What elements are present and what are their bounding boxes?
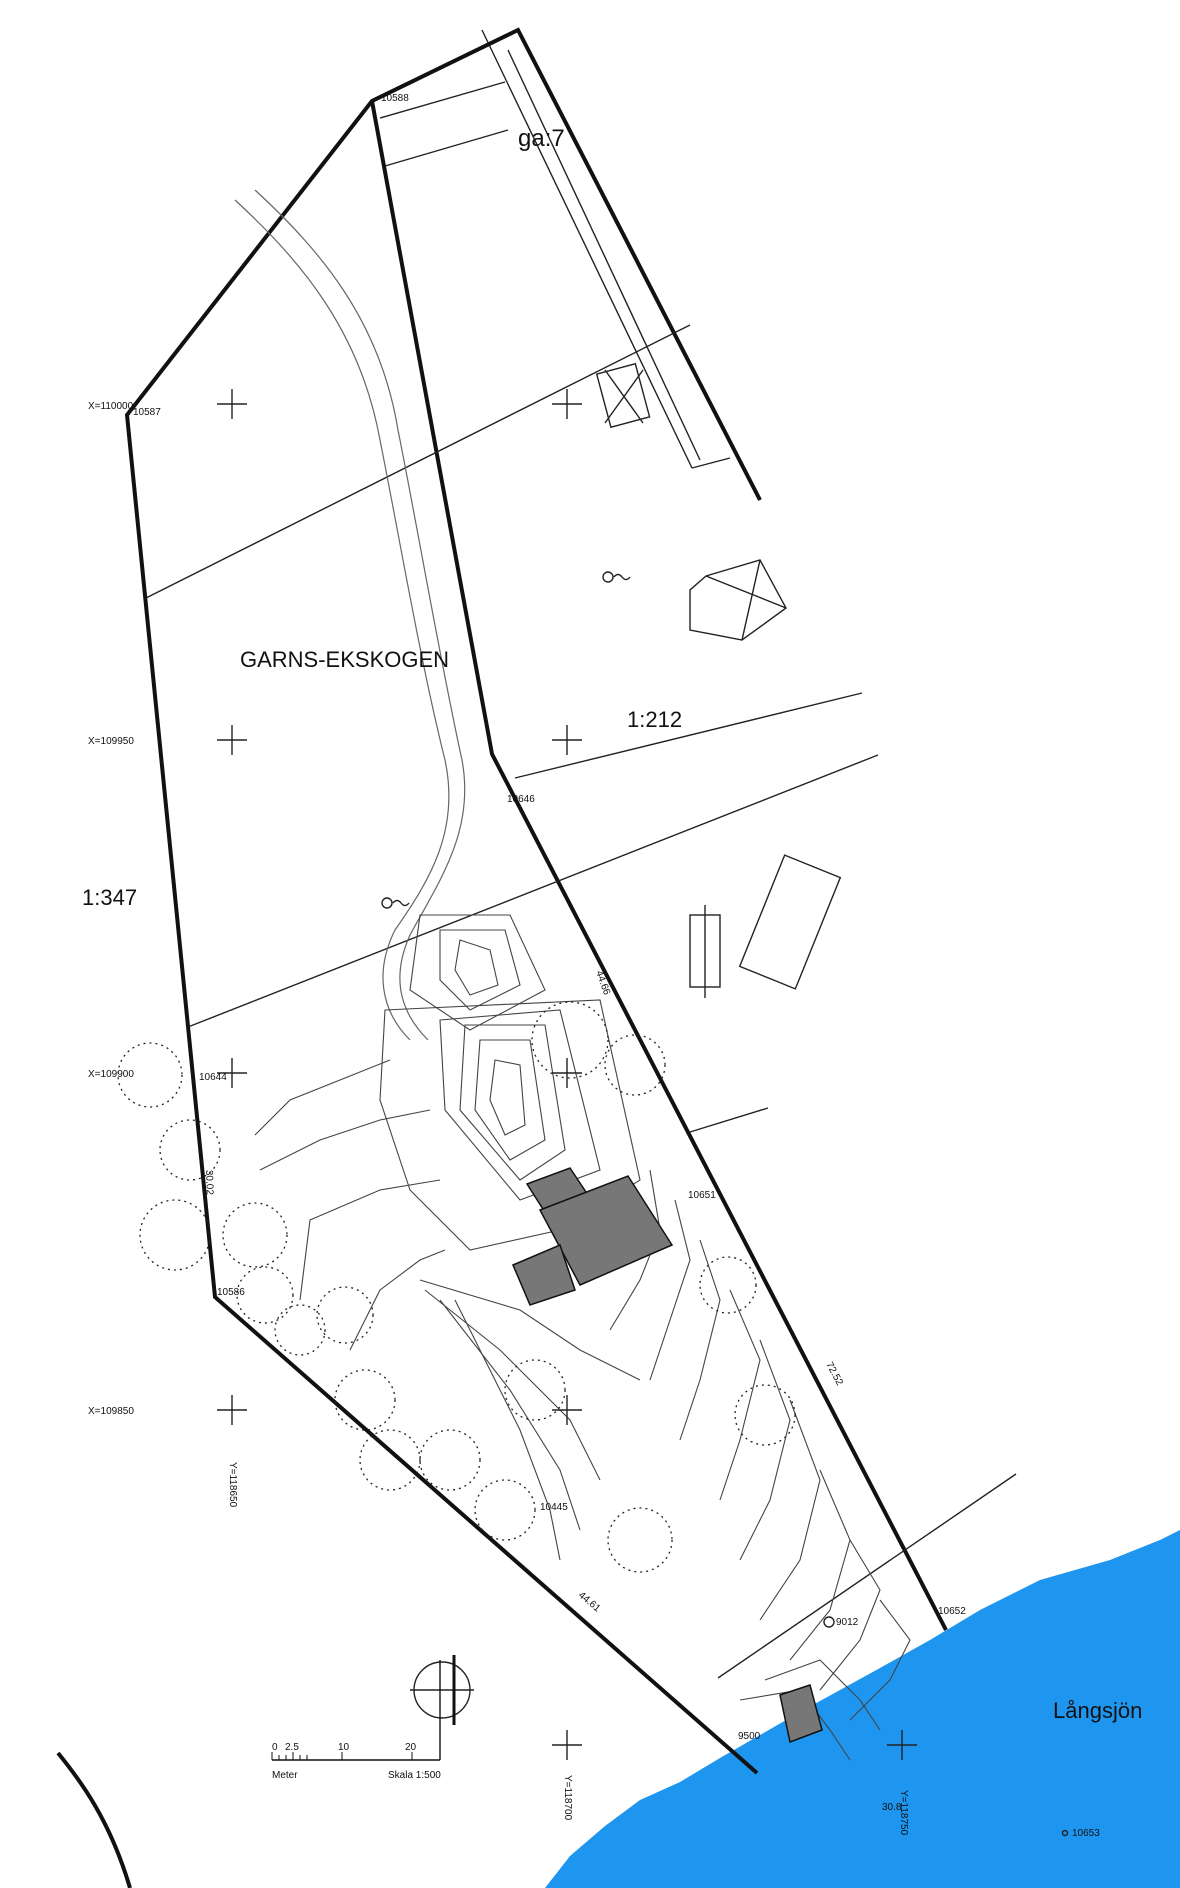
- point-label: 10586: [217, 1287, 245, 1298]
- grid-x-label: X=110000: [88, 401, 134, 412]
- neighbour-buildings: [595, 362, 842, 998]
- scale-tick-label: 0: [272, 1742, 278, 1753]
- point-label: 10651: [688, 1190, 716, 1201]
- point-label: 10588: [381, 93, 409, 104]
- scale-bar: [271, 1660, 441, 1761]
- property-boundary: [124, 27, 948, 1775]
- grid-x-label: X=109850: [88, 1406, 134, 1417]
- dimension-label: 72.52: [823, 1360, 845, 1388]
- dimension-label: 30.02: [203, 1170, 215, 1196]
- scale-ratio-label: Skala 1:500: [388, 1770, 441, 1781]
- outer-road-edge: [56, 1751, 132, 1888]
- scale-unit-label: Meter: [272, 1770, 298, 1781]
- grid-y-label: Y=118700: [562, 1775, 573, 1821]
- dimension-label: 44.66: [593, 969, 612, 997]
- point-label: 10653: [1072, 1828, 1100, 1839]
- point-label: 10644: [199, 1072, 227, 1083]
- spot-height-label: 30.8: [882, 1802, 902, 1813]
- scale-tick-label: 2.5: [285, 1742, 299, 1753]
- grid-crosses: [217, 389, 917, 1760]
- parcel-label-1-347: 1:347: [82, 885, 137, 910]
- well-symbols: [381, 571, 1069, 1837]
- grid-x-label: X=109900: [88, 1069, 134, 1080]
- trees: [117, 1001, 796, 1573]
- scale-tick-label: 10: [338, 1742, 350, 1753]
- point-label: 10445: [540, 1502, 568, 1513]
- contour-lines: [254, 914, 911, 1761]
- grid-x-label: X=109950: [88, 736, 134, 747]
- north-arrow-icon: [410, 1655, 474, 1725]
- grid-y-label: Y=118750: [898, 1790, 909, 1836]
- lake-langsjon: [545, 1530, 1180, 1888]
- point-label: 10646: [507, 794, 535, 805]
- parcel-label-ga7: ga:7: [518, 125, 565, 152]
- point-label: 10652: [938, 1606, 966, 1617]
- parcel-label-1-212: 1:212: [627, 707, 682, 732]
- point-label: 9500: [738, 1731, 761, 1742]
- access-road: [234, 189, 466, 1041]
- scale-tick-label: 20: [405, 1742, 417, 1753]
- north-road: [379, 29, 761, 501]
- point-label: 9012: [836, 1617, 859, 1628]
- parcel-label-garns-ekskogen: GARNS-EKSKOGEN: [240, 647, 449, 672]
- lake-label: Långsjön: [1053, 1698, 1142, 1723]
- grid-y-label: Y=118650: [227, 1462, 238, 1508]
- main-house: [512, 1167, 823, 1744]
- division-lines: [145, 324, 1017, 1679]
- dimension-label: 44.61: [576, 1590, 603, 1615]
- point-label: 10587: [133, 407, 161, 418]
